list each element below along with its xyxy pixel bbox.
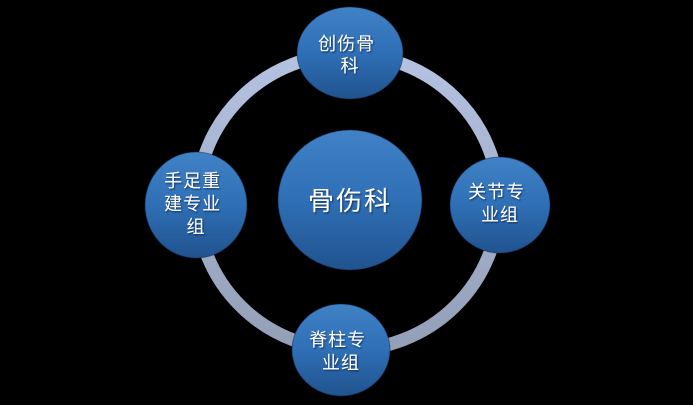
- node-top: 创伤骨 科: [296, 6, 404, 100]
- node-right-label: 关节专 业组: [468, 182, 532, 226]
- label-line: 创伤骨: [318, 34, 375, 55]
- label-line: 组: [187, 217, 206, 238]
- node-right-circle: [449, 156, 551, 254]
- label-line: 骨伤科: [308, 187, 392, 217]
- node-left-circle: [144, 151, 248, 259]
- label-line: 科: [341, 56, 360, 77]
- node-right: 关节专 业组: [449, 156, 551, 254]
- node-top-circle: [296, 6, 404, 100]
- node-center: 骨伤科: [277, 129, 423, 271]
- node-left: 手足重 建专业 组: [144, 151, 248, 259]
- node-bottom: 脊柱专 业组: [291, 303, 391, 397]
- node-bottom-circle: [291, 303, 391, 397]
- node-left-label: 手足重 建专业 组: [164, 171, 228, 238]
- label-line: 业组: [481, 205, 519, 226]
- node-center-circle: [277, 129, 423, 271]
- label-line: 业组: [322, 353, 360, 374]
- node-bottom-label: 脊柱专 业组: [309, 330, 373, 374]
- label-line: 脊柱专: [309, 330, 366, 351]
- label-line: 手足重: [164, 171, 221, 192]
- node-center-label: 骨伤科: [308, 187, 392, 217]
- label-line: 关节专: [468, 182, 525, 203]
- node-top-label: 创伤骨 科: [318, 34, 382, 77]
- label-line: 建专业: [164, 194, 221, 215]
